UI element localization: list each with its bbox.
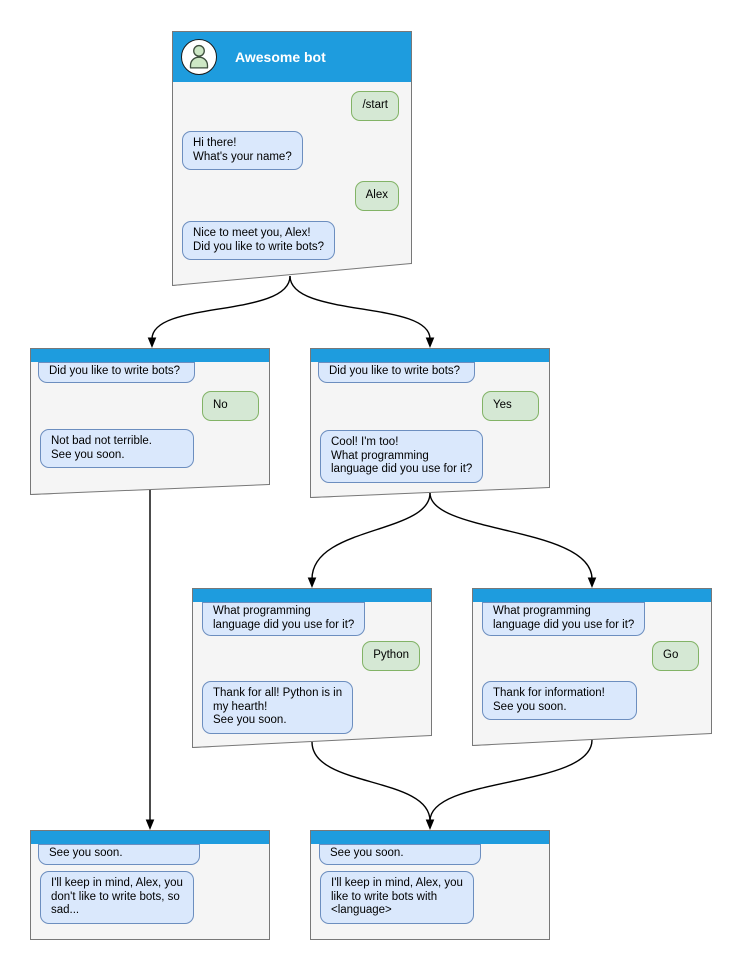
arrowhead bbox=[587, 577, 597, 588]
bot-bubble: Thank for information! See you soon. bbox=[482, 681, 637, 720]
bot-bubble: What programming language did you use fo… bbox=[202, 602, 365, 636]
arrowhead bbox=[147, 337, 157, 348]
bot-bubble: See you soon. bbox=[319, 844, 481, 865]
bot-avatar-icon bbox=[181, 39, 217, 75]
bot-bubble: Did you like to write bots? bbox=[38, 362, 195, 383]
user-bubble: No bbox=[202, 391, 259, 421]
bot-bubble: Hi there! What's your name? bbox=[182, 131, 303, 170]
bot-bubble: What programming language did you use fo… bbox=[482, 602, 645, 636]
chat-window-header: Awesome bot bbox=[173, 32, 411, 82]
edge-root-to-yes bbox=[289, 275, 431, 340]
chat-window-header bbox=[311, 831, 549, 844]
chat-window-branch-python: What programming language did you use fo… bbox=[192, 588, 432, 748]
chat-window-end-yes: See you soon. I'll keep in mind, Alex, y… bbox=[310, 830, 550, 940]
bot-bubble: Not bad not terrible. See you soon. bbox=[40, 429, 194, 468]
bot-bubble: Nice to meet you, Alex! Did you like to … bbox=[182, 221, 335, 260]
chat-window-header bbox=[31, 831, 269, 844]
bot-name: Awesome bot bbox=[235, 49, 326, 65]
arrowhead bbox=[307, 577, 317, 588]
user-bubble: Alex bbox=[355, 181, 399, 211]
chat-window-header bbox=[311, 349, 549, 362]
arrowhead bbox=[425, 819, 435, 830]
user-bubble: /start bbox=[351, 91, 399, 121]
chat-window-header bbox=[193, 589, 431, 602]
bot-bubble: I'll keep in mind, Alex, you like to wri… bbox=[320, 871, 474, 924]
user-bubble: Go bbox=[652, 641, 699, 671]
arrowhead bbox=[145, 819, 155, 830]
user-bubble: Yes bbox=[482, 391, 539, 421]
bot-bubble: See you soon. bbox=[38, 844, 200, 865]
chat-window-header bbox=[31, 349, 269, 362]
edge-yes-to-python bbox=[311, 492, 431, 580]
chat-window-branch-go: What programming language did you use fo… bbox=[472, 588, 712, 746]
chat-window-branch-no: Did you like to write bots? No Not bad n… bbox=[30, 348, 270, 495]
edge-go-to-end bbox=[429, 739, 593, 822]
bot-bubble: I'll keep in mind, Alex, you don't like … bbox=[40, 871, 194, 924]
arrowhead bbox=[425, 337, 435, 348]
bot-bubble: Did you like to write bots? bbox=[318, 362, 475, 383]
bot-bubble: Thank for all! Python is in my hearth! S… bbox=[202, 681, 353, 734]
chat-window-root: Awesome bot /start Hi there! What's your… bbox=[172, 31, 412, 286]
chat-window-header bbox=[473, 589, 711, 602]
chat-window-end-no: See you soon. I'll keep in mind, Alex, y… bbox=[30, 830, 270, 940]
bot-bubble: Cool! I'm too! What programming language… bbox=[320, 430, 483, 483]
edge-yes-to-go bbox=[429, 492, 593, 580]
chat-window-branch-yes: Did you like to write bots? Yes Cool! I'… bbox=[310, 348, 550, 498]
user-bubble: Python bbox=[362, 641, 420, 671]
edge-python-to-end bbox=[311, 741, 431, 822]
